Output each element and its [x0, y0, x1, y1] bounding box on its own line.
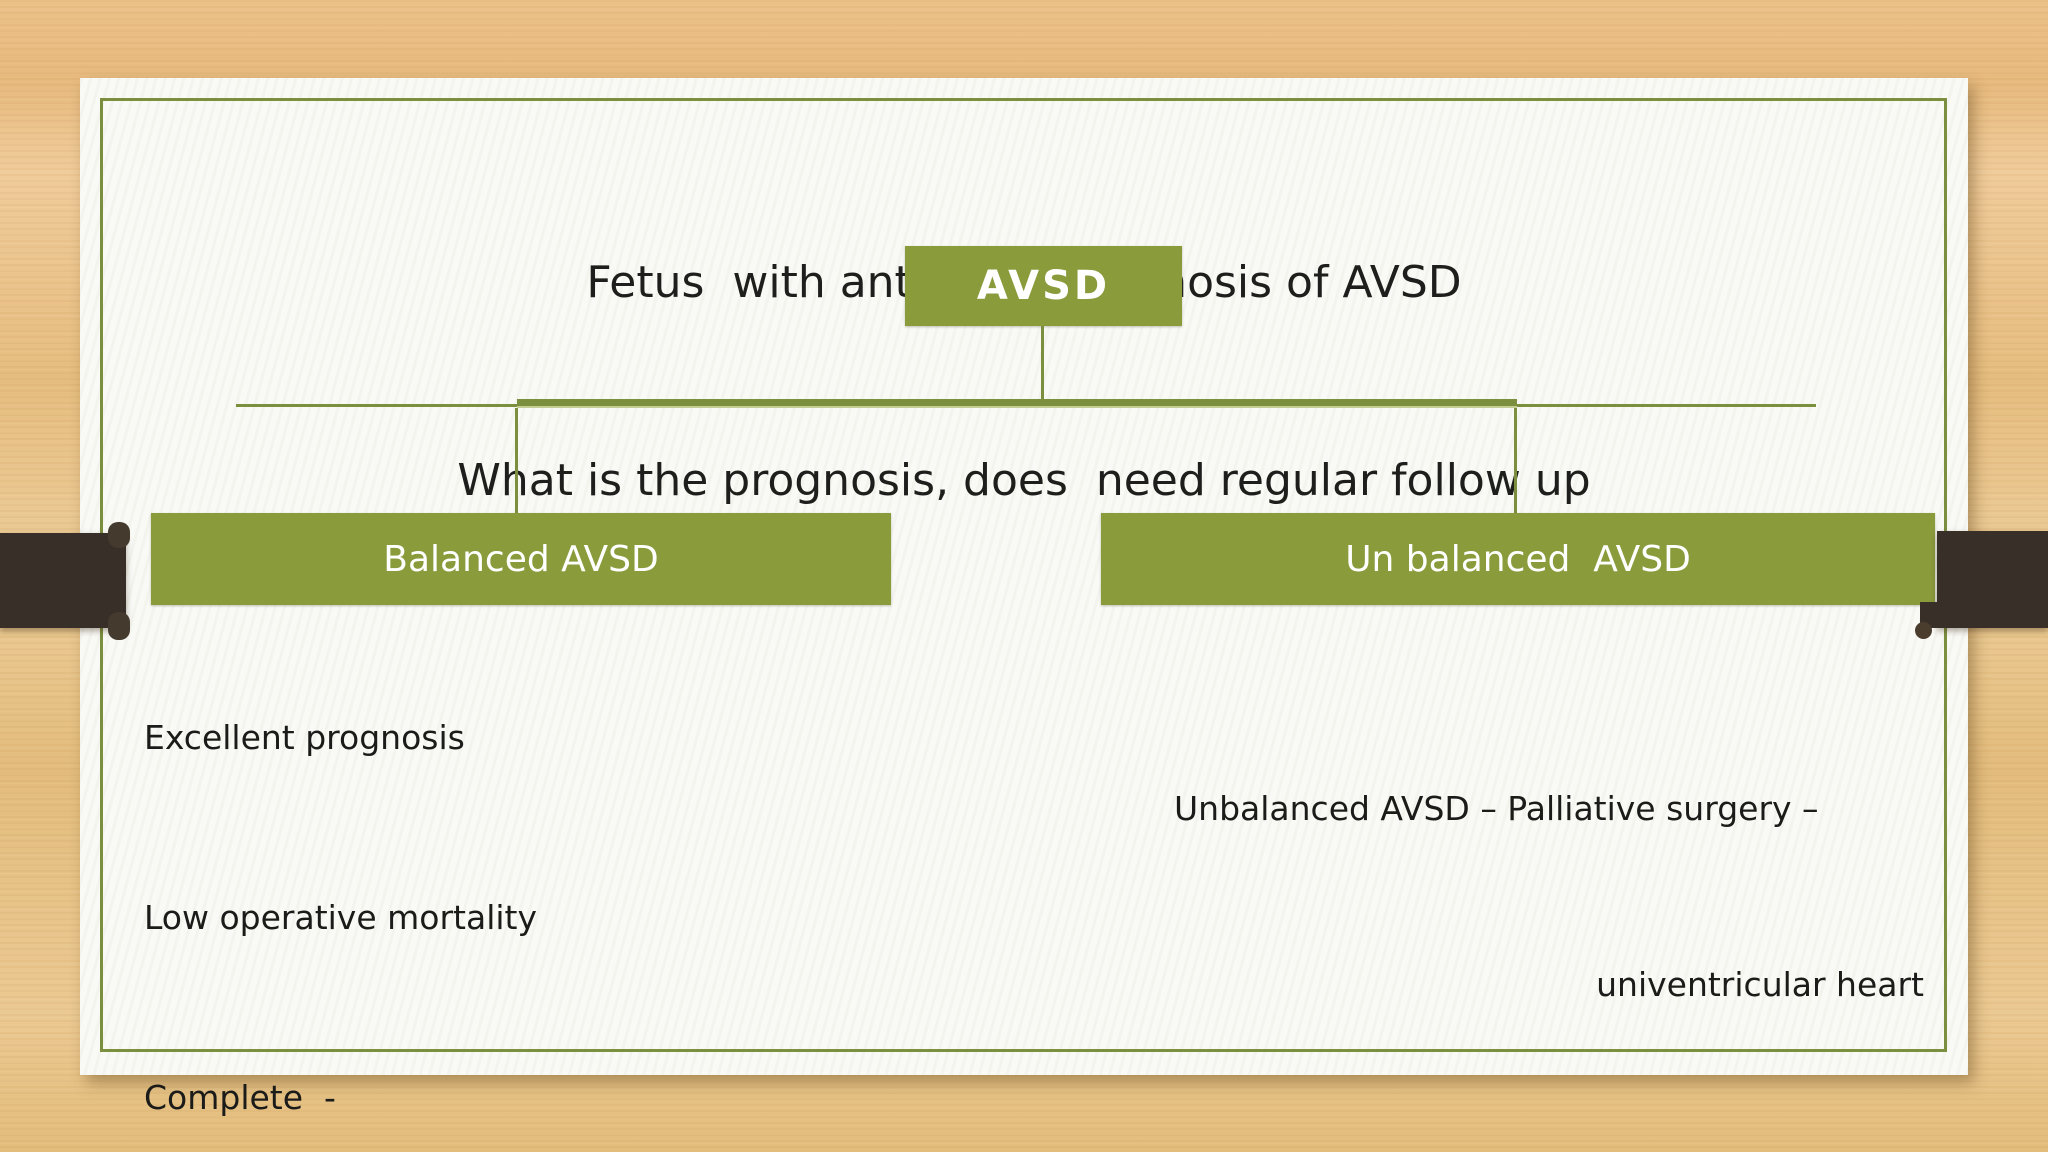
node-balanced-avsd-label: Balanced AVSD [383, 538, 659, 580]
connector-right-vertical [1514, 408, 1517, 513]
node-unbalanced-avsd-label: Un balanced AVSD [1345, 538, 1691, 580]
connector-horizontal-thick [517, 399, 1517, 408]
right-ribbon-pin [1915, 622, 1932, 639]
slide: Fetus with antenatal diagnosis of AVSD W… [80, 78, 1968, 1117]
title-line-2: What is the prognosis, does need regular… [457, 455, 1591, 506]
balanced-notes: Excellent prognosis Low operative mortal… [144, 625, 1104, 1152]
node-balanced-avsd: Balanced AVSD [151, 513, 891, 605]
connector-left-vertical [515, 408, 518, 513]
balanced-note-line: Low operative mortality [144, 898, 538, 937]
right-ribbon [1915, 531, 2048, 639]
left-ribbon-top-pin [108, 522, 130, 548]
unbalanced-note-line: Unbalanced AVSD – Palliative surgery – [1174, 789, 1819, 828]
left-ribbon-bottom-pin [108, 612, 130, 640]
balanced-note-line: Complete - [144, 1078, 336, 1117]
left-ribbon [0, 522, 130, 640]
balanced-note-line: Excellent prognosis [144, 718, 465, 757]
unbalanced-notes: Unbalanced AVSD – Palliative surgery – u… [1174, 684, 1924, 1110]
node-avsd-label: AVSD [976, 263, 1111, 309]
node-unbalanced-avsd: Un balanced AVSD [1101, 513, 1935, 605]
right-ribbon-tab [1920, 602, 1940, 628]
node-avsd: AVSD [905, 246, 1182, 326]
unbalanced-note-line: univentricular heart [1596, 965, 1924, 1004]
connector-root-vertical [1041, 326, 1044, 405]
